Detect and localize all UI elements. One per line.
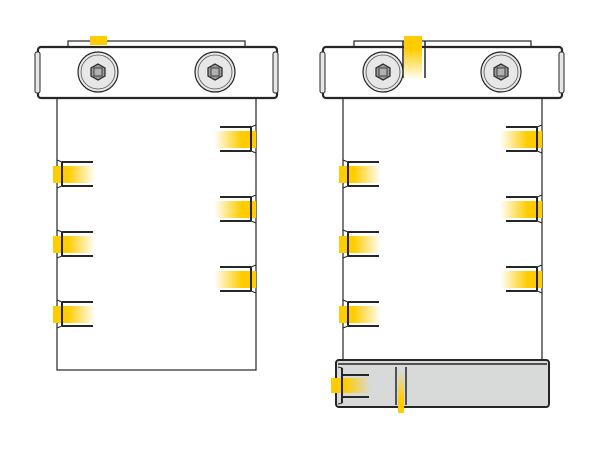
bolt-icon bbox=[194, 51, 236, 93]
top-bar bbox=[321, 45, 564, 100]
assembly-without-base bbox=[34, 36, 279, 371]
base-slot-marker bbox=[331, 378, 371, 393]
end-cap-right bbox=[558, 51, 565, 94]
top-bar bbox=[36, 45, 279, 100]
base-vertical-marker bbox=[398, 371, 404, 412]
end-cap-left bbox=[319, 51, 326, 94]
assembly-with-base bbox=[319, 36, 565, 413]
bolt-icon bbox=[480, 51, 522, 93]
top-vertical-marker bbox=[404, 36, 422, 80]
end-cap-right bbox=[272, 51, 279, 94]
end-cap-left bbox=[34, 51, 41, 94]
bolt-icon bbox=[77, 51, 119, 93]
top-tab-marker bbox=[90, 36, 107, 45]
bolt-icon bbox=[362, 51, 404, 93]
